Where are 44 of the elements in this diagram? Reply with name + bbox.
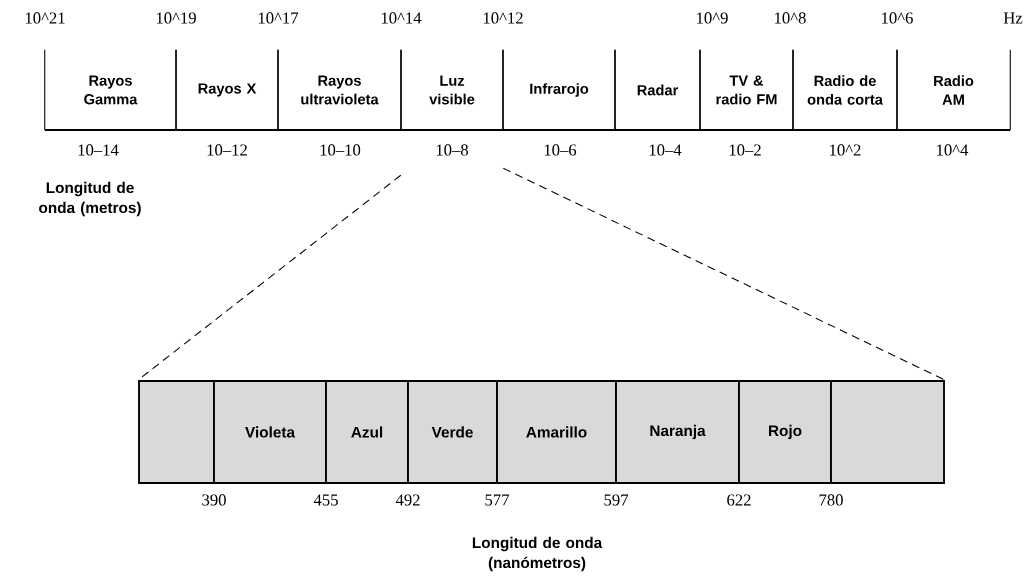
scale-value: 10^19 [156,12,196,24]
band-cell: TV & radio FM [699,49,794,131]
color-band-cell: Azul [325,380,409,484]
scale-value: 597 [604,494,629,506]
band-cell: Rayos Gamma [44,49,177,131]
scale-value: 10^6 [882,12,913,24]
scale-value: 10^12 [483,12,523,24]
color-band-cell: Naranja [615,380,740,484]
scale-value: 492 [395,494,420,506]
zoom-line [137,174,402,381]
zoom-line [502,167,946,381]
color-band-cell: Amarillo [496,380,617,484]
scale-value: 10–6 [544,144,577,156]
band-cell: Radar [614,49,701,131]
scale-value: 780 [819,494,843,506]
color-band-cell: Verde [407,380,498,484]
scale-value: 10–4 [649,144,682,156]
scale-value: 10^21 [25,12,65,24]
band-cell: Luz visible [400,49,504,131]
scale-value: 10–12 [207,144,247,156]
scale-value: 10^2 [830,144,861,156]
scale-value: Hz [1003,12,1023,24]
scale-value: 577 [485,494,510,506]
scale-value: 10^8 [775,12,806,24]
color-band-cell: Violeta [213,380,327,484]
scale-value: 10–8 [436,144,469,156]
axis-title: Longitud de onda (metros) [39,181,141,217]
scale-value: 10^17 [258,12,299,24]
empty-band-cell [138,380,215,484]
scale-value: 455 [313,494,338,506]
scale-value: 390 [202,494,226,506]
scale-value: 10–2 [729,144,761,156]
band-cell: Rayos X [175,49,279,131]
axis-title: Longitud de onda (nanómetros) [472,536,603,572]
scale-value: 10^9 [697,12,728,24]
band-cell: Infrarojo [502,49,616,131]
scale-value: 10–10 [320,144,361,156]
band-cell: Radio de onda corta [792,49,898,131]
color-band-cell: Rojo [738,380,832,484]
scale-value: 10^4 [937,144,969,156]
band-cell: Radio AM [896,49,1011,131]
scale-value: 10^14 [381,12,422,24]
scale-value: 622 [727,494,751,506]
band-cell: Rayos ultravioleta [277,49,402,131]
